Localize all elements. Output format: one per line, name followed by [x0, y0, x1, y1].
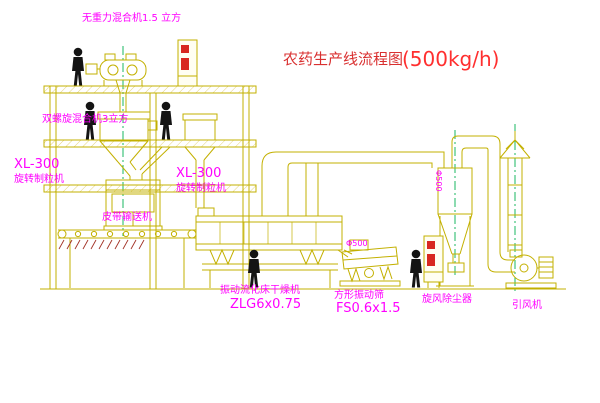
drawing-title: 农药生产线流程图 — [283, 50, 403, 68]
conveyor-pit-hatch — [58, 239, 145, 250]
belt-conveyor — [57, 229, 197, 288]
drawing-title-capacity: (500kg/h) — [402, 47, 499, 71]
double-screw-mixer — [97, 111, 158, 163]
worker-figure — [160, 101, 172, 140]
label-granulator-left-name: 旋转制粒机 — [14, 172, 64, 185]
label-granulator-right-model: XL-300 — [176, 166, 221, 181]
worker-figure — [72, 47, 84, 86]
label-mixer-double: 双螺旋混合机3立方 — [42, 112, 128, 125]
worker-figure — [248, 249, 260, 288]
exhaust-duct — [261, 135, 515, 273]
panel-indicator-light — [181, 45, 189, 53]
label-duct-diameter: Φ500 — [346, 239, 368, 248]
exhaust-stack — [499, 131, 531, 252]
worker-figure — [410, 249, 422, 288]
fluid-bed-dryer — [195, 207, 353, 288]
label-fan: 引风机 — [512, 298, 542, 311]
panel-display — [181, 58, 189, 70]
control-panel-granulation — [177, 39, 198, 87]
vibrating-screen — [339, 239, 401, 287]
induced-draft-fan — [505, 249, 557, 289]
zero-gravity-mixer — [85, 53, 147, 112]
label-cyclone: 旋风除尘器 — [422, 292, 472, 305]
label-granulator-right-name: 旋转制粒机 — [176, 181, 226, 194]
control-panel-dryer — [423, 235, 444, 288]
label-dryer-name: 振动流化床干燥机 — [220, 283, 300, 296]
building-structure — [43, 85, 257, 289]
label-screen-name: 方形振动筛 — [334, 288, 384, 301]
label-screen-model: FS0.6x1.5 — [336, 301, 401, 316]
label-belt-conveyor: 皮带输送机 — [102, 210, 152, 223]
panel-indicator-light — [427, 241, 435, 249]
granulator-right — [182, 113, 218, 208]
label-dryer-model: ZLG6x0.75 — [230, 297, 301, 312]
label-granulator-left-model: XL-300 — [14, 157, 59, 172]
label-duct-diameter: Φ500 — [434, 170, 443, 192]
centerlines — [122, 46, 516, 292]
label-mixer-top: 无重力混合机1.5 立方 — [82, 11, 181, 24]
y-junction-chute — [117, 146, 171, 180]
panel-display — [427, 254, 435, 266]
